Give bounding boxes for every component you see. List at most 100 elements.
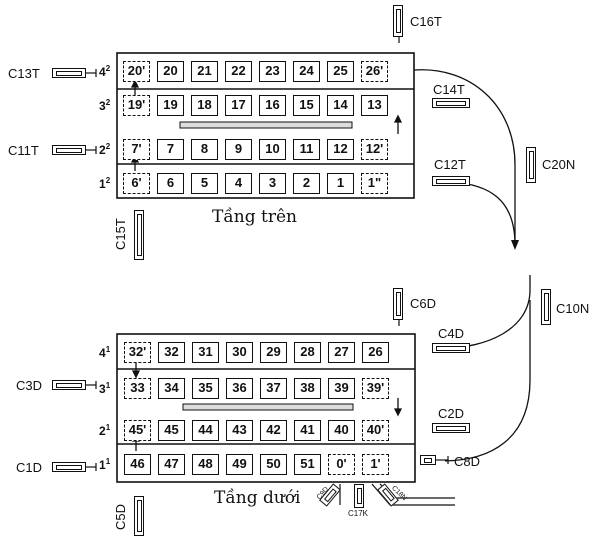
sensor-label: C8D	[454, 454, 481, 469]
sensor-c6d	[393, 288, 403, 320]
row-label: 21	[99, 423, 111, 438]
parking-slot: 48	[192, 454, 219, 475]
parking-slot: 20'	[123, 61, 150, 82]
parking-slot: 35	[192, 378, 219, 399]
arrow-down-icon	[393, 408, 403, 417]
parking-slot: 9	[225, 139, 252, 160]
sensor-c8d	[420, 455, 436, 465]
parking-slot: 45'	[124, 420, 151, 441]
parking-slot: 1'	[362, 454, 389, 475]
parking-slot: 42	[260, 420, 287, 441]
parking-slot: 29	[260, 342, 287, 363]
parking-slot: 17	[225, 95, 252, 116]
sensor-c16t	[393, 5, 403, 37]
parking-slot: 46	[124, 454, 151, 475]
row-label: 42	[99, 64, 111, 79]
parking-slot: 7'	[123, 139, 150, 160]
parking-slot: 21	[191, 61, 218, 82]
parking-slot: 4	[225, 173, 252, 194]
sensor-label: C11T	[8, 143, 39, 158]
sensor-label: C3D	[16, 378, 43, 393]
parking-slot: 3	[259, 173, 286, 194]
sensor-label: C10N	[556, 301, 590, 316]
parking-slot: 45	[158, 420, 185, 441]
sensor-c20n	[526, 147, 536, 183]
parking-slot: 32	[158, 342, 185, 363]
sensor-label: C6D	[410, 296, 437, 311]
sensor-label: C15T	[113, 218, 128, 250]
row-label: 32	[99, 98, 111, 113]
parking-slot: 0'	[328, 454, 355, 475]
sensor-label: C4D	[438, 326, 465, 341]
sensor-c17k	[354, 484, 364, 508]
parking-slot: 25	[327, 61, 354, 82]
parking-slot: 7	[157, 139, 184, 160]
parking-slot: 1"	[361, 173, 388, 194]
parking-slot: 34	[158, 378, 185, 399]
sensor-c5d	[134, 496, 144, 536]
row-label: 31	[99, 381, 111, 396]
sensor-c1d	[52, 462, 86, 472]
parking-slot: 40	[328, 420, 355, 441]
parking-slot: 37	[260, 378, 287, 399]
sensor-label: C1D	[16, 460, 43, 475]
sensor-label: C5D	[113, 503, 128, 530]
arrow-up-icon	[130, 79, 140, 88]
parking-slot: 10	[259, 139, 286, 160]
parking-slot: 19'	[123, 95, 150, 116]
parking-slot: 49	[226, 454, 253, 475]
parking-slot: 23	[259, 61, 286, 82]
parking-slot: 31	[192, 342, 219, 363]
parking-slot: 39'	[362, 378, 389, 399]
parking-slot: 26'	[361, 61, 388, 82]
parking-slot: 6	[157, 173, 184, 194]
upper-floor-frame	[116, 52, 415, 199]
sensor-label: C12T	[434, 157, 466, 172]
parking-slot: 32'	[124, 342, 151, 363]
parking-slot: 2	[293, 173, 320, 194]
parking-slot: 28	[294, 342, 321, 363]
row-label: 12	[99, 176, 111, 191]
parking-slot: 12'	[361, 139, 388, 160]
route-26-to-down	[413, 69, 516, 245]
sensor-c3d	[52, 380, 86, 390]
arrow-down-icon	[511, 240, 519, 250]
parking-slot: 14	[327, 95, 354, 116]
sensor-c2d	[432, 423, 470, 433]
route-1-to-down	[449, 181, 516, 246]
parking-slot: 27	[328, 342, 355, 363]
parking-slot: 43	[226, 420, 253, 441]
parking-slot: 50	[260, 454, 287, 475]
parking-slot: 38	[294, 378, 321, 399]
parking-slot: 22	[225, 61, 252, 82]
parking-slot: 24	[293, 61, 320, 82]
arrow-up-icon	[393, 114, 403, 123]
parking-slot: 20	[157, 61, 184, 82]
route-up-from-c8d	[444, 300, 531, 462]
parking-slot: 1	[327, 173, 354, 194]
parking-slot: 41	[294, 420, 321, 441]
parking-slot: 47	[158, 454, 185, 475]
sensor-label: C17K	[348, 509, 369, 518]
parking-slot: 40'	[362, 420, 389, 441]
sensor-label: C20N	[542, 157, 576, 172]
arrow-down-icon	[131, 370, 141, 379]
sensor-c4d	[432, 343, 470, 353]
parking-slot: 5	[191, 173, 218, 194]
parking-slot: 33	[124, 378, 151, 399]
lower-center-rail	[182, 403, 354, 411]
upper-center-rail	[179, 121, 353, 129]
parking-slot: 36	[226, 378, 253, 399]
sensor-c12t	[432, 176, 470, 186]
sensor-c10n	[541, 289, 551, 325]
parking-slot: 26	[362, 342, 389, 363]
parking-slot: 12	[327, 139, 354, 160]
sensor-c14t	[432, 98, 470, 108]
parking-slot: 44	[192, 420, 219, 441]
parking-slot: 51	[294, 454, 321, 475]
parking-slot: 13	[361, 95, 388, 116]
upper-floor-title: Tầng trên	[212, 207, 297, 227]
row-label: 41	[99, 345, 111, 360]
parking-slot: 11	[293, 139, 320, 160]
parking-slot: 6'	[123, 173, 150, 194]
